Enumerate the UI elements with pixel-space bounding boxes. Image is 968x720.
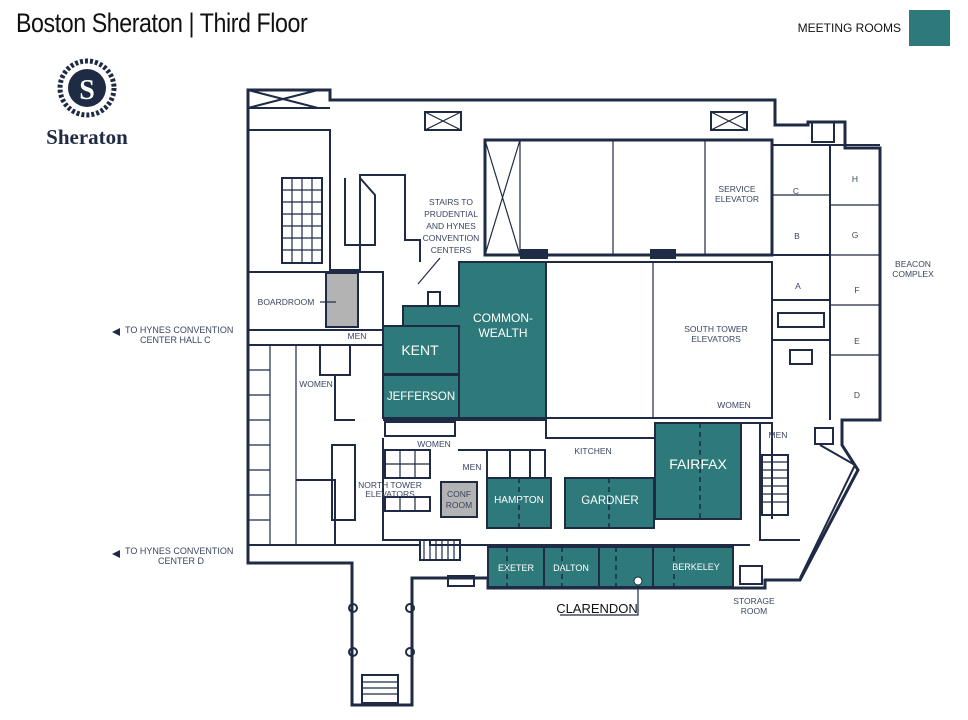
men-restroom-label: MEN [348,331,367,341]
room-label: HAMPTON [494,495,544,506]
meeting-room-exeter[interactable]: EXETER [487,546,545,588]
exit-label: TO HYNES CONVENTION [125,325,233,335]
meeting-room-fairfax[interactable]: FAIRFAX [654,422,742,520]
legend: MEETING ROOMS [798,10,950,46]
exit-label: TO HYNES CONVENTION [125,546,233,556]
conf-room: CONF ROOM [440,481,478,518]
room-label: BERKELEY [672,562,720,572]
stairs-label: CENTERS [431,245,472,255]
meeting-room-hampton[interactable]: HAMPTON [486,477,552,529]
storage-room-label: STORAGE [733,596,775,606]
stairs-label: CONVENTION [423,233,480,243]
beacon-room-e: E [854,336,860,346]
room-label: DALTON [553,563,589,573]
north-tower-elevators-label: ELEVATORS [365,489,415,499]
beacon-room-a: A [795,281,801,291]
beacon-room-b: B [794,231,800,241]
clarendon-marker [633,576,643,586]
beacon-complex-label: COMPLEX [892,269,934,279]
meeting-room-berkeley[interactable]: BERKELEY [652,546,734,588]
room-label: CLARENDON [556,601,638,616]
exit-hynes-hall-c[interactable]: TO HYNES CONVENTION CENTER HALL C [112,325,233,345]
logo-monogram: S [79,75,95,106]
beacon-room-g: G [852,230,859,240]
room-label: FAIRFAX [669,456,727,472]
meeting-room-dalton[interactable]: DALTON [543,546,600,588]
exit-label: CENTER D [158,556,205,566]
stairs-label: PRUDENTIAL [424,209,478,219]
laurel-wreath-icon [57,58,117,118]
boardroom-label: BOARDROOM [258,297,315,307]
kitchen-label: KITCHEN [574,446,611,456]
beacon-room-h: H [852,174,858,184]
storage-room-label: ROOM [741,606,767,616]
women-restroom-label: WOMEN [717,400,751,410]
arrow-left-icon [112,328,120,336]
stairs-label: AND HYNES [426,221,476,231]
meeting-room-kent[interactable]: KENT [382,325,460,375]
exit-label: CENTER HALL C [140,335,211,345]
men-restroom-label: MEN [769,430,788,440]
conf-room-label: ROOM [446,500,472,510]
logo-wordmark: Sheraton [46,125,128,149]
meeting-room-clarendon[interactable]: CLARENDON [556,546,654,616]
page-title: Boston Sheraton | Third Floor [16,8,308,38]
logo-emblem [68,69,106,107]
stairs-label: STAIRS TO [429,197,473,207]
legend-swatch-meeting-rooms [909,10,950,46]
men-restroom-label: MEN [463,462,482,472]
beacon-room-c: C [793,186,799,196]
beacon-room-f: F [854,285,859,295]
women-restroom-label: WOMEN [417,439,451,449]
room-label: JEFFERSON [387,391,455,403]
service-elevator-label: ELEVATOR [715,194,759,204]
arrow-left-icon [112,550,120,558]
service-elevator-label: SERVICE [718,184,755,194]
sheraton-logo: S Sheraton [46,58,128,149]
south-tower-elevators-label: SOUTH TOWER [684,324,747,334]
exit-hynes-center-d[interactable]: TO HYNES CONVENTION CENTER D [112,546,233,566]
south-tower-elevators-label: ELEVATORS [691,334,741,344]
meeting-room-jefferson[interactable]: JEFFERSON [382,374,460,419]
women-restroom-label: WOMEN [299,379,333,389]
conf-room-label: CONF [447,489,471,499]
room-label: EXETER [498,563,535,573]
room-label: WEALTH [478,326,527,340]
beacon-room-d: D [854,390,860,400]
legend-label: MEETING ROOMS [797,21,901,35]
north-tower-elevators-label: NORTH TOWER [358,480,422,490]
room-label: COMMON- [473,311,533,325]
room-label: GARDNER [581,495,639,507]
beacon-complex-label: BEACON [895,259,931,269]
boardroom: BOARDROOM [258,272,359,328]
building-walls [246,88,882,707]
meeting-room-gardner[interactable]: GARDNER [564,477,655,529]
facility-labels: MEN WOMEN WOMEN MEN WOMEN MEN KITCHEN SE… [299,174,934,616]
room-label: KENT [401,342,439,358]
